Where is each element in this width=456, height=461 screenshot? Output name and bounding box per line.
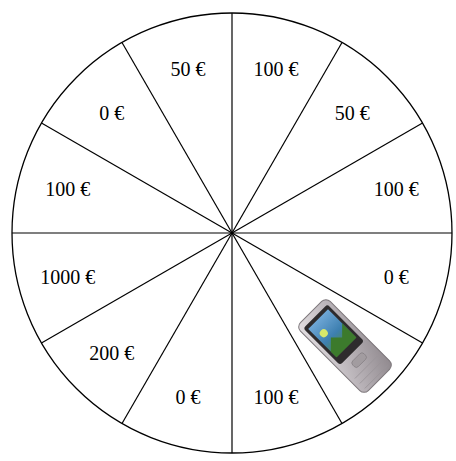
wheel-rim <box>12 13 452 453</box>
prize-label: 1000 € <box>40 267 95 287</box>
prize-label: 100 € <box>374 179 419 199</box>
prize-label: 50 € <box>171 59 206 79</box>
prize-label: 0 € <box>384 267 409 287</box>
prize-label: 50 € <box>335 103 370 123</box>
prize-label: 200 € <box>89 343 134 363</box>
sector-dividers <box>12 13 452 453</box>
prize-label: 0 € <box>99 103 124 123</box>
prize-label: 100 € <box>253 59 298 79</box>
prize-label: 100 € <box>253 387 298 407</box>
phone-picture <box>296 297 394 395</box>
prize-label: 100 € <box>45 179 90 199</box>
prize-label: 0 € <box>176 387 201 407</box>
